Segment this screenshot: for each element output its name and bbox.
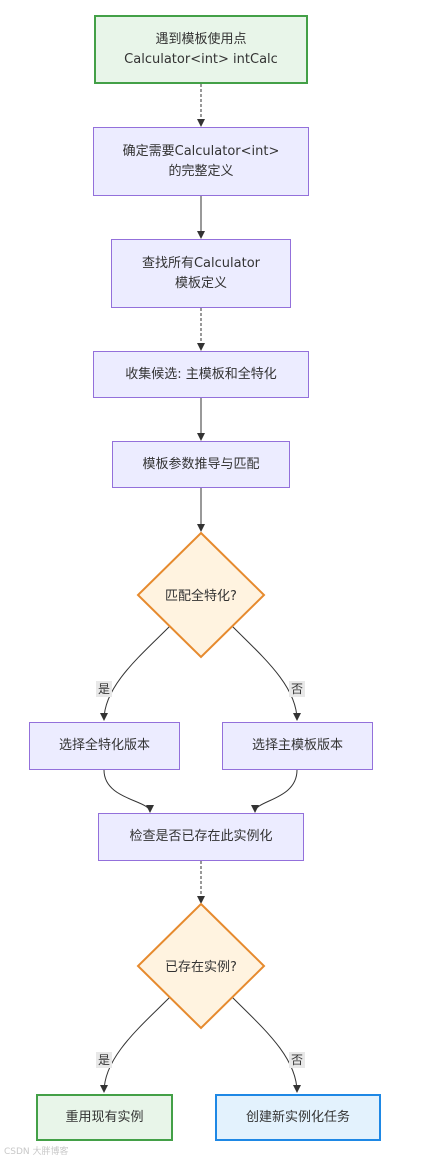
edge-primary-check: [251, 769, 298, 813]
node-choose-full: 选择全特化版本: [29, 722, 180, 770]
node-choose-primary: 选择主模板版本: [222, 722, 373, 770]
edge-label-exists-yes: 是: [96, 1052, 113, 1068]
node-encounter: 遇到模板使用点 Calculator<int> intCalc: [94, 15, 308, 84]
node-collect-candidates: 收集候选: 主模板和全特化: [93, 351, 309, 398]
edge-label-match-no: 否: [289, 681, 306, 697]
edge-label-exists-no: 否: [289, 1052, 306, 1068]
node-deduce-match: 模板参数推导与匹配: [112, 441, 290, 488]
edge-exists-yes: [100, 996, 171, 1093]
decision-exists: [136, 902, 266, 1030]
decision-match-full: [136, 531, 266, 659]
node-check-exist: 检查是否已存在此实例化: [98, 813, 304, 861]
node-reuse-instance: 重用现有实例: [36, 1094, 173, 1141]
decision-exists-label: 已存在实例?: [165, 960, 237, 975]
node-need-definition: 确定需要Calculator<int> 的完整定义: [93, 127, 309, 196]
edge-full-check: [103, 769, 154, 813]
edge-exists-no: [231, 996, 301, 1093]
watermark: CSDN 大胖博客: [4, 1147, 69, 1157]
edge-match-yes: [100, 625, 171, 721]
node-create-new: 创建新实例化任务: [215, 1094, 381, 1141]
edge-label-match-yes: 是: [96, 681, 113, 697]
edge-match-no: [231, 625, 301, 721]
decision-match-full-label: 匹配全特化?: [165, 589, 237, 604]
node-find-all: 查找所有Calculator 模板定义: [111, 239, 291, 308]
